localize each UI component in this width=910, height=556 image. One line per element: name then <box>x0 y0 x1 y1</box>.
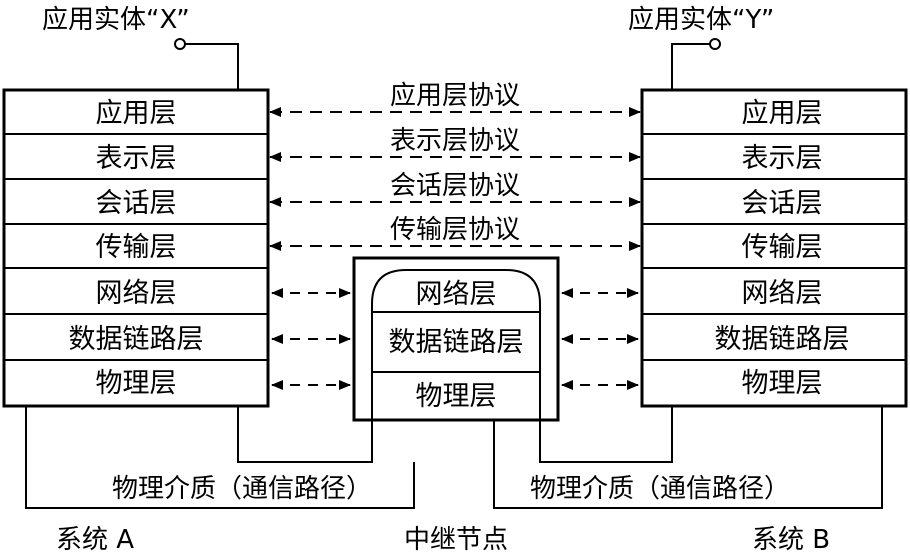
protocol-label-application: 应用层协议 <box>390 81 520 111</box>
data-flow-paths <box>237 406 673 463</box>
entity-x-connector <box>174 38 239 90</box>
relay-link-arrows <box>271 288 639 390</box>
system-b-layer-network: 网络层 <box>742 278 823 309</box>
protocol-label-session: 会话层协议 <box>390 171 520 201</box>
relay-layer-network: 网络层 <box>416 279 497 310</box>
physical-medium-left-label: 物理介质（通信路径） <box>112 474 372 504</box>
entity-y-connector <box>671 38 721 90</box>
system-a-layer-transport: 传输层 <box>96 232 177 263</box>
system-a-layer-session: 会话层 <box>96 188 177 219</box>
system-a-layer-physical: 物理层 <box>96 368 177 399</box>
system-a-layer-application: 应用层 <box>96 98 177 129</box>
system-a-layer-network: 网络层 <box>96 278 177 309</box>
system-b-stack: 应用层 表示层 会话层 传输层 网络层 数据链路层 物理层 <box>640 88 908 408</box>
system-b-name: 系统 B <box>752 525 830 555</box>
peer-protocols: 应用层协议 表示层协议 会话层协议 传输层协议 <box>269 80 641 251</box>
system-b-layer-datalink: 数据链路层 <box>715 324 850 355</box>
system-b-layer-transport: 传输层 <box>742 232 823 263</box>
system-b-layer-presentation: 表示层 <box>742 143 823 174</box>
relay-layer-datalink: 数据链路层 <box>389 327 524 358</box>
system-b-layer-application: 应用层 <box>742 98 823 129</box>
system-a-layer-presentation: 表示层 <box>96 143 177 174</box>
physical-medium-lines <box>25 406 883 509</box>
physical-medium-right-label: 物理介质（通信路径） <box>530 474 790 504</box>
entity-y-label: 应用实体“Y” <box>628 5 774 35</box>
system-b-layer-physical: 物理层 <box>742 368 823 399</box>
relay-node-stack: 网络层 数据链路层 物理层 <box>352 256 560 422</box>
system-a-layer-datalink: 数据链路层 <box>69 324 204 355</box>
protocol-label-presentation: 表示层协议 <box>390 126 520 156</box>
entity-x-label: 应用实体“X” <box>42 5 190 35</box>
relay-layer-physical: 物理层 <box>416 381 497 412</box>
protocol-label-transport: 传输层协议 <box>390 215 520 245</box>
system-b-layer-session: 会话层 <box>742 188 823 219</box>
system-a-stack: 应用层 表示层 会话层 传输层 网络层 数据链路层 物理层 <box>2 88 270 408</box>
relay-node-name: 中继节点 <box>404 525 508 555</box>
system-a-name: 系统 A <box>56 525 134 555</box>
